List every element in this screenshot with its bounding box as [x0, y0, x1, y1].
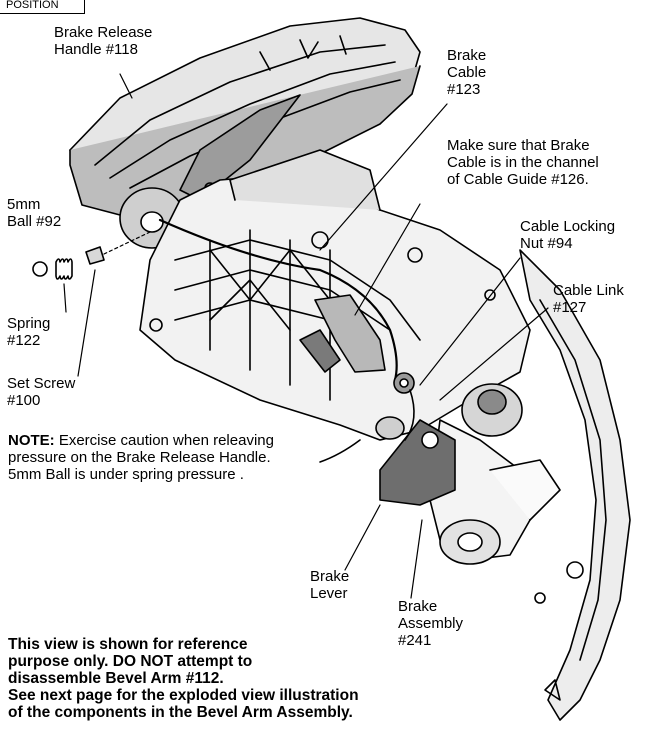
brake-lever-label: Brake Lever	[310, 568, 350, 602]
ball-label: 5mm Ball #92	[7, 196, 62, 230]
blade-guard-housing-drawing	[519, 249, 631, 721]
cable-guide-note-label: Make sure that Brake Cable is in the cha…	[447, 137, 599, 188]
reference-line: disassemble Bevel Arm #112.	[8, 670, 224, 687]
brake-assembly-label: Brake Assembly #241	[398, 598, 464, 649]
cable-link-label: Cable Link #127	[553, 282, 624, 316]
brake-release-handle-drawing	[69, 17, 421, 216]
reference-line: This view is shown for reference	[8, 636, 248, 653]
set-screw-label: Set Screw #100	[7, 375, 76, 409]
brake-cable-label: Brake Cable #123	[447, 47, 487, 98]
reference-line: See next page for the exploded view illu…	[8, 687, 359, 704]
cable-guide-drawing	[299, 294, 386, 373]
cable-nut-drawing	[319, 372, 415, 463]
leader-lines	[63, 73, 549, 599]
reference-line: purpose only. DO NOT attempt to	[8, 653, 253, 670]
small-parts-drawing	[32, 231, 151, 280]
note-text: Exercise caution when releaving pressure…	[8, 432, 274, 483]
brake-cable-drawing	[158, 218, 398, 382]
brake-lever-drawing	[375, 416, 456, 506]
reference-notice: This view is shown for reference purpose…	[8, 636, 478, 721]
spring-label: Spring #122	[7, 315, 51, 349]
reference-line: of the components in the Bevel Arm Assem…	[8, 704, 353, 721]
header-box-label: POSITION	[0, 0, 85, 14]
brake-release-handle-label: Brake Release Handle #118	[54, 24, 153, 58]
cable-locking-nut-label: Cable Locking Nut #94	[520, 218, 616, 252]
caution-note: NOTE: Exercise caution when releaving pr…	[8, 432, 298, 483]
note-prefix: NOTE:	[8, 432, 55, 449]
